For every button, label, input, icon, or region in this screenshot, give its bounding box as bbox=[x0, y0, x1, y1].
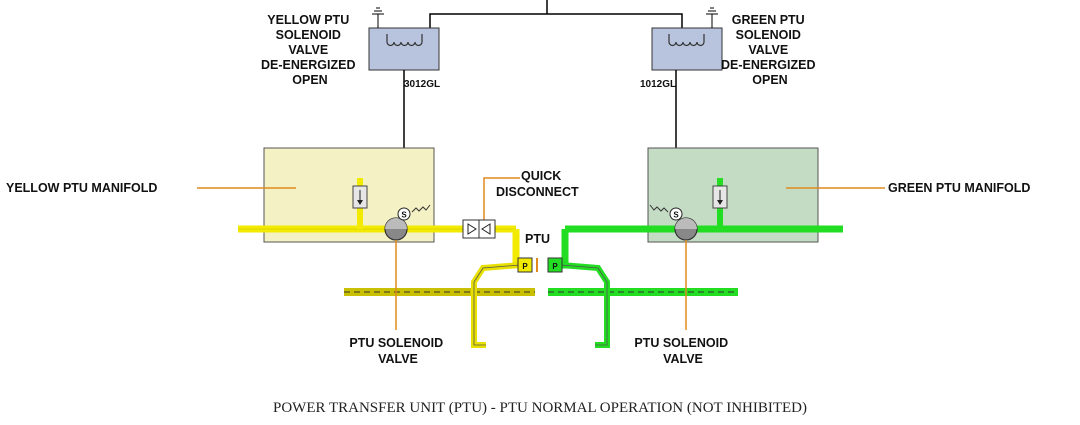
port-letter: P bbox=[522, 262, 528, 271]
yellow-solenoid-label: YELLOW PTU SOLENOID VALVE DE-ENERGIZED O… bbox=[261, 13, 359, 87]
yellow-ptu-solenoid-valve: S bbox=[384, 204, 431, 241]
yellow-manifold-label: YELLOW PTU MANIFOLD bbox=[6, 181, 157, 195]
coil-icon bbox=[386, 34, 423, 47]
yellow-circuit-id: 3012GL bbox=[404, 79, 440, 90]
control-wiring bbox=[429, 0, 683, 28]
green-manifold-label: GREEN PTU MANIFOLD bbox=[888, 181, 1030, 195]
green-solenoid-box bbox=[651, 7, 723, 71]
port-letter: P bbox=[552, 262, 558, 271]
ptu-label: PTU bbox=[525, 232, 550, 246]
coil-icon bbox=[668, 34, 705, 47]
figure-caption: POWER TRANSFER UNIT (PTU) - PTU NORMAL O… bbox=[273, 400, 807, 416]
green-solenoid-label: GREEN PTU SOLENOID VALVE DE-ENERGIZED OP… bbox=[721, 13, 819, 87]
spring-icon bbox=[649, 204, 669, 213]
quick-disconnect-label: QUICK DISCONNECT bbox=[496, 169, 579, 199]
yellow-valve-label: PTU SOLENOID VALVE bbox=[349, 336, 446, 366]
quick-disconnect-coupling bbox=[462, 219, 496, 239]
valve-symbol-s: S bbox=[673, 211, 679, 220]
green-valve-label: PTU SOLENOID VALVE bbox=[634, 336, 731, 366]
yellow-solenoid-box bbox=[368, 7, 440, 71]
yellow-ptu-port: P bbox=[517, 257, 533, 273]
green-ptu-port: P bbox=[547, 257, 563, 273]
green-circuit-id: 1012GL bbox=[640, 79, 676, 90]
ground-icon bbox=[706, 7, 718, 15]
leader-lines bbox=[197, 187, 885, 330]
green-check-valve bbox=[712, 185, 728, 209]
valve-symbol-s: S bbox=[401, 211, 407, 220]
ground-icon bbox=[372, 7, 384, 15]
yellow-check-valve bbox=[352, 185, 368, 209]
spring-icon bbox=[411, 204, 431, 213]
